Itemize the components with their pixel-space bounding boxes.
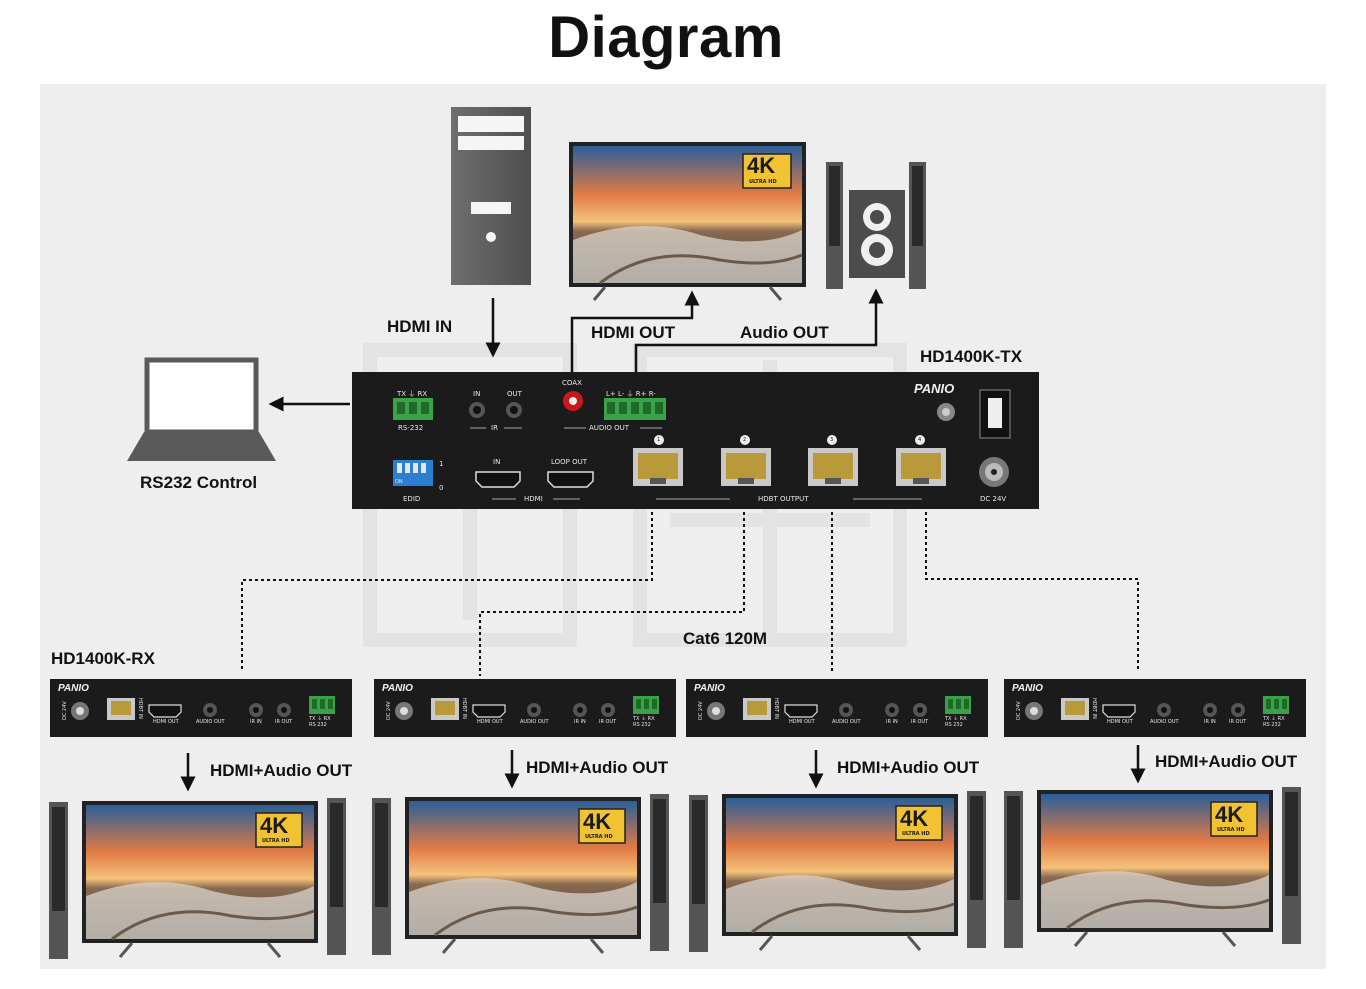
tx-coax-label: COAX xyxy=(562,379,582,387)
connector-lines xyxy=(268,288,884,412)
audio-out-label: Audio OUT xyxy=(740,323,829,342)
tv-2-4k-badge: 4K xyxy=(583,809,612,834)
rx2-ir-out-label: IR OUT xyxy=(599,719,617,725)
rx-unit-4 xyxy=(1025,696,1289,720)
rx3-rs232-label: TX ⏚ RX RS 232 xyxy=(945,716,967,728)
rx3-hdmi-out-label: HDMI OUT xyxy=(789,719,815,725)
rx-tv-2-icon xyxy=(372,794,669,955)
cat6-cables xyxy=(241,512,1139,676)
rx3-dc-label: DC 24V xyxy=(698,701,704,720)
laptop-icon xyxy=(127,357,276,461)
rx2-ir-in-label: IR IN xyxy=(574,719,586,725)
tx-hdmi-label: HDMI xyxy=(524,495,543,503)
tx-edid-zero: 0 xyxy=(439,484,444,492)
tv-main-icon xyxy=(569,142,806,301)
tv-1-4k-badge: 4K xyxy=(260,813,289,838)
tv-2-ultrahd-badge: ULTRA HD xyxy=(585,834,613,840)
tx-port-4-label: 4 xyxy=(918,437,922,443)
tv-4-4k-badge: 4K xyxy=(1215,802,1244,827)
rx-displays xyxy=(49,787,1301,959)
rx-model-label: HD1400K-RX xyxy=(51,649,155,668)
tx-edid-one: 1 xyxy=(439,460,444,468)
rx1-output-label: HDMI+Audio OUT xyxy=(210,761,353,780)
tx-ir-label: IR xyxy=(491,424,498,432)
page-title: Diagram xyxy=(548,5,784,70)
rx-tv-4-icon xyxy=(1004,787,1301,948)
rx2-hdmi-out-label: HDMI OUT xyxy=(477,719,503,725)
tx-brand-logo: PANIO xyxy=(914,381,955,396)
rx4-hdmi-out-label: HDMI OUT xyxy=(1107,719,1133,725)
rx2-hdbt-in-label: HDBT IN xyxy=(461,698,467,719)
hdbt-ports xyxy=(633,435,946,500)
rx-tv-1-icon xyxy=(49,798,346,959)
rx-details xyxy=(71,696,1289,720)
cat6-label: Cat6 120M xyxy=(683,629,768,648)
rx4-audio-out-label: AUDIO OUT xyxy=(1150,719,1179,725)
tx-edid-label: EDID xyxy=(403,495,421,503)
tv-main-4k-badge: 4K xyxy=(747,153,776,178)
tx-model-label: HD1400K-TX xyxy=(920,347,1023,366)
rx3-audio-out-label: AUDIO OUT xyxy=(832,719,861,725)
rx3-brand-logo: PANIO xyxy=(694,683,725,694)
rx4-ir-out-label: IR OUT xyxy=(1229,719,1247,725)
rx4-dc-label: DC 24V xyxy=(1016,701,1022,720)
rx3-hdbt-in-label: HDBT IN xyxy=(773,698,779,719)
rx1-audio-out-label: AUDIO OUT xyxy=(196,719,225,725)
tv-main-ultrahd-badge: ULTRA HD xyxy=(749,179,777,185)
tx-port-2-label: 2 xyxy=(743,437,747,443)
rx2-brand-logo: PANIO xyxy=(382,683,413,694)
tv-1-ultrahd-badge: ULTRA HD xyxy=(262,838,290,844)
tx-ir-in-label: IN xyxy=(473,390,481,398)
tx-audio-pins: L+ L- ⏚ R+ R- xyxy=(606,390,656,398)
tx-rs232-pins: TX ⏚ RX xyxy=(397,390,428,398)
rx1-ir-in-label: IR IN xyxy=(250,719,262,725)
rx1-brand-logo: PANIO xyxy=(58,683,89,694)
rx2-audio-out-label: AUDIO OUT xyxy=(520,719,549,725)
rx3-ir-out-label: IR OUT xyxy=(911,719,929,725)
hdmi-out-label: HDMI OUT xyxy=(591,323,676,342)
rx4-output-label: HDMI+Audio OUT xyxy=(1155,752,1298,771)
tv-3-ultrahd-badge: ULTRA HD xyxy=(902,831,930,837)
rx1-dc-label: DC 24V xyxy=(62,701,68,720)
rx3-output-label: HDMI+Audio OUT xyxy=(837,758,980,777)
rx-unit-3 xyxy=(707,696,971,720)
tx-hdmi-in-label: IN xyxy=(493,458,501,466)
tx-unit xyxy=(352,372,1039,509)
tx-edid-on: ON xyxy=(395,479,403,485)
rx-output-arrows xyxy=(180,745,1146,792)
rx1-rs232-label: TX ⏚ RX RS 232 xyxy=(309,716,331,728)
rx3-ir-in-label: IR IN xyxy=(886,719,898,725)
tx-dc-label: DC 24V xyxy=(980,495,1007,503)
rs232-control-label: RS232 Control xyxy=(140,473,258,492)
tx-loop-out-label: LOOP OUT xyxy=(551,458,588,466)
rx4-brand-logo: PANIO xyxy=(1012,683,1043,694)
rx-unit-1 xyxy=(71,696,335,720)
rx-units xyxy=(50,679,1306,737)
rx-tv-3-icon xyxy=(689,791,986,952)
rx4-rs232-label: TX ⏚ RX RS 232 xyxy=(1263,716,1285,728)
rx2-output-label: HDMI+Audio OUT xyxy=(526,758,669,777)
rx-unit-2 xyxy=(395,696,659,720)
tx-ir-out-label: OUT xyxy=(507,390,522,398)
tx-port-3-label: 3 xyxy=(830,437,834,443)
rx2-rs232-label: TX ⏚ RX RS 232 xyxy=(633,716,655,728)
tx-rs232-label: RS-232 xyxy=(398,424,424,432)
tx-hdbt-output-label: HDBT OUTPUT xyxy=(758,495,809,503)
speakers-icon xyxy=(826,162,926,289)
pc-tower-icon xyxy=(451,107,531,285)
tv-3-4k-badge: 4K xyxy=(900,806,929,831)
tx-audio-out-label: AUDIO OUT xyxy=(589,424,630,432)
hdmi-in-label: HDMI IN xyxy=(387,317,453,336)
rx2-dc-label: DC 24V xyxy=(386,701,392,720)
rx1-hdbt-in-label: HDBT IN xyxy=(137,698,143,719)
rx4-ir-in-label: IR IN xyxy=(1204,719,1216,725)
rx1-hdmi-out-label: HDMI OUT xyxy=(153,719,179,725)
rx1-ir-out-label: IR OUT xyxy=(275,719,293,725)
rx4-hdbt-in-label: HDBT IN xyxy=(1091,698,1097,719)
tv-4-ultrahd-badge: ULTRA HD xyxy=(1217,827,1245,833)
tx-port-1-label: 1 xyxy=(657,437,661,443)
